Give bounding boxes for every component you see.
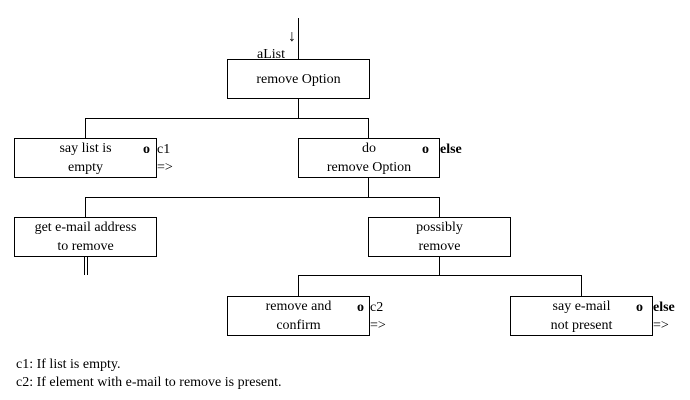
n4-line-2: remove xyxy=(418,239,461,254)
n2-line-1: do xyxy=(362,141,376,156)
n1-condition: c1 xyxy=(157,142,171,157)
box-do-remove-option: do remove Option xyxy=(298,138,440,178)
n1-line-1: say list is xyxy=(59,141,112,156)
input-label: aList xyxy=(250,31,285,63)
n5-quit-arrow-icon: => xyxy=(370,318,386,333)
input-label-text: aList xyxy=(257,47,285,62)
box-possibly-remove: possibly remove xyxy=(368,217,511,257)
n6-line-2: not present xyxy=(550,318,613,333)
box-remove-and-confirm: remove and confirm xyxy=(227,296,370,336)
n1-line-2: empty xyxy=(68,160,103,175)
box-say-email-not-present: say e-mail not present xyxy=(510,296,653,336)
root-line-1: remove Option xyxy=(256,71,341,87)
n3-line-2: to remove xyxy=(57,239,114,254)
n2-line-2: remove Option xyxy=(326,160,412,175)
box-remove-option: remove Option xyxy=(227,59,370,99)
n5-line-1: remove and xyxy=(265,299,332,314)
n6-quit-arrow-icon: => xyxy=(653,318,669,333)
n2-selection-marker: o xyxy=(422,142,429,157)
n5-selection-marker: o xyxy=(357,300,364,315)
n4-line-1: possibly xyxy=(416,220,463,235)
n1-quit-arrow-icon: => xyxy=(157,160,173,175)
box-say-list-empty: say list is empty xyxy=(14,138,157,178)
n6-condition: else xyxy=(653,300,675,315)
n1-selection-marker: o xyxy=(143,142,150,157)
n5-condition: c2 xyxy=(370,300,384,315)
n6-selection-marker: o xyxy=(636,300,643,315)
n3-line-1: get e-mail address xyxy=(34,220,137,235)
input-arrow-icon: ↓ xyxy=(288,28,296,45)
legend-c2: c2: If element with e-mail to remove is … xyxy=(16,375,282,390)
legend-c1: c1: If list is empty. xyxy=(16,357,121,372)
n5-line-2: confirm xyxy=(276,318,321,333)
n2-condition: else xyxy=(440,142,462,157)
box-get-email-address: get e-mail address to remove xyxy=(14,217,157,257)
n6-line-1: say e-mail xyxy=(552,299,611,314)
